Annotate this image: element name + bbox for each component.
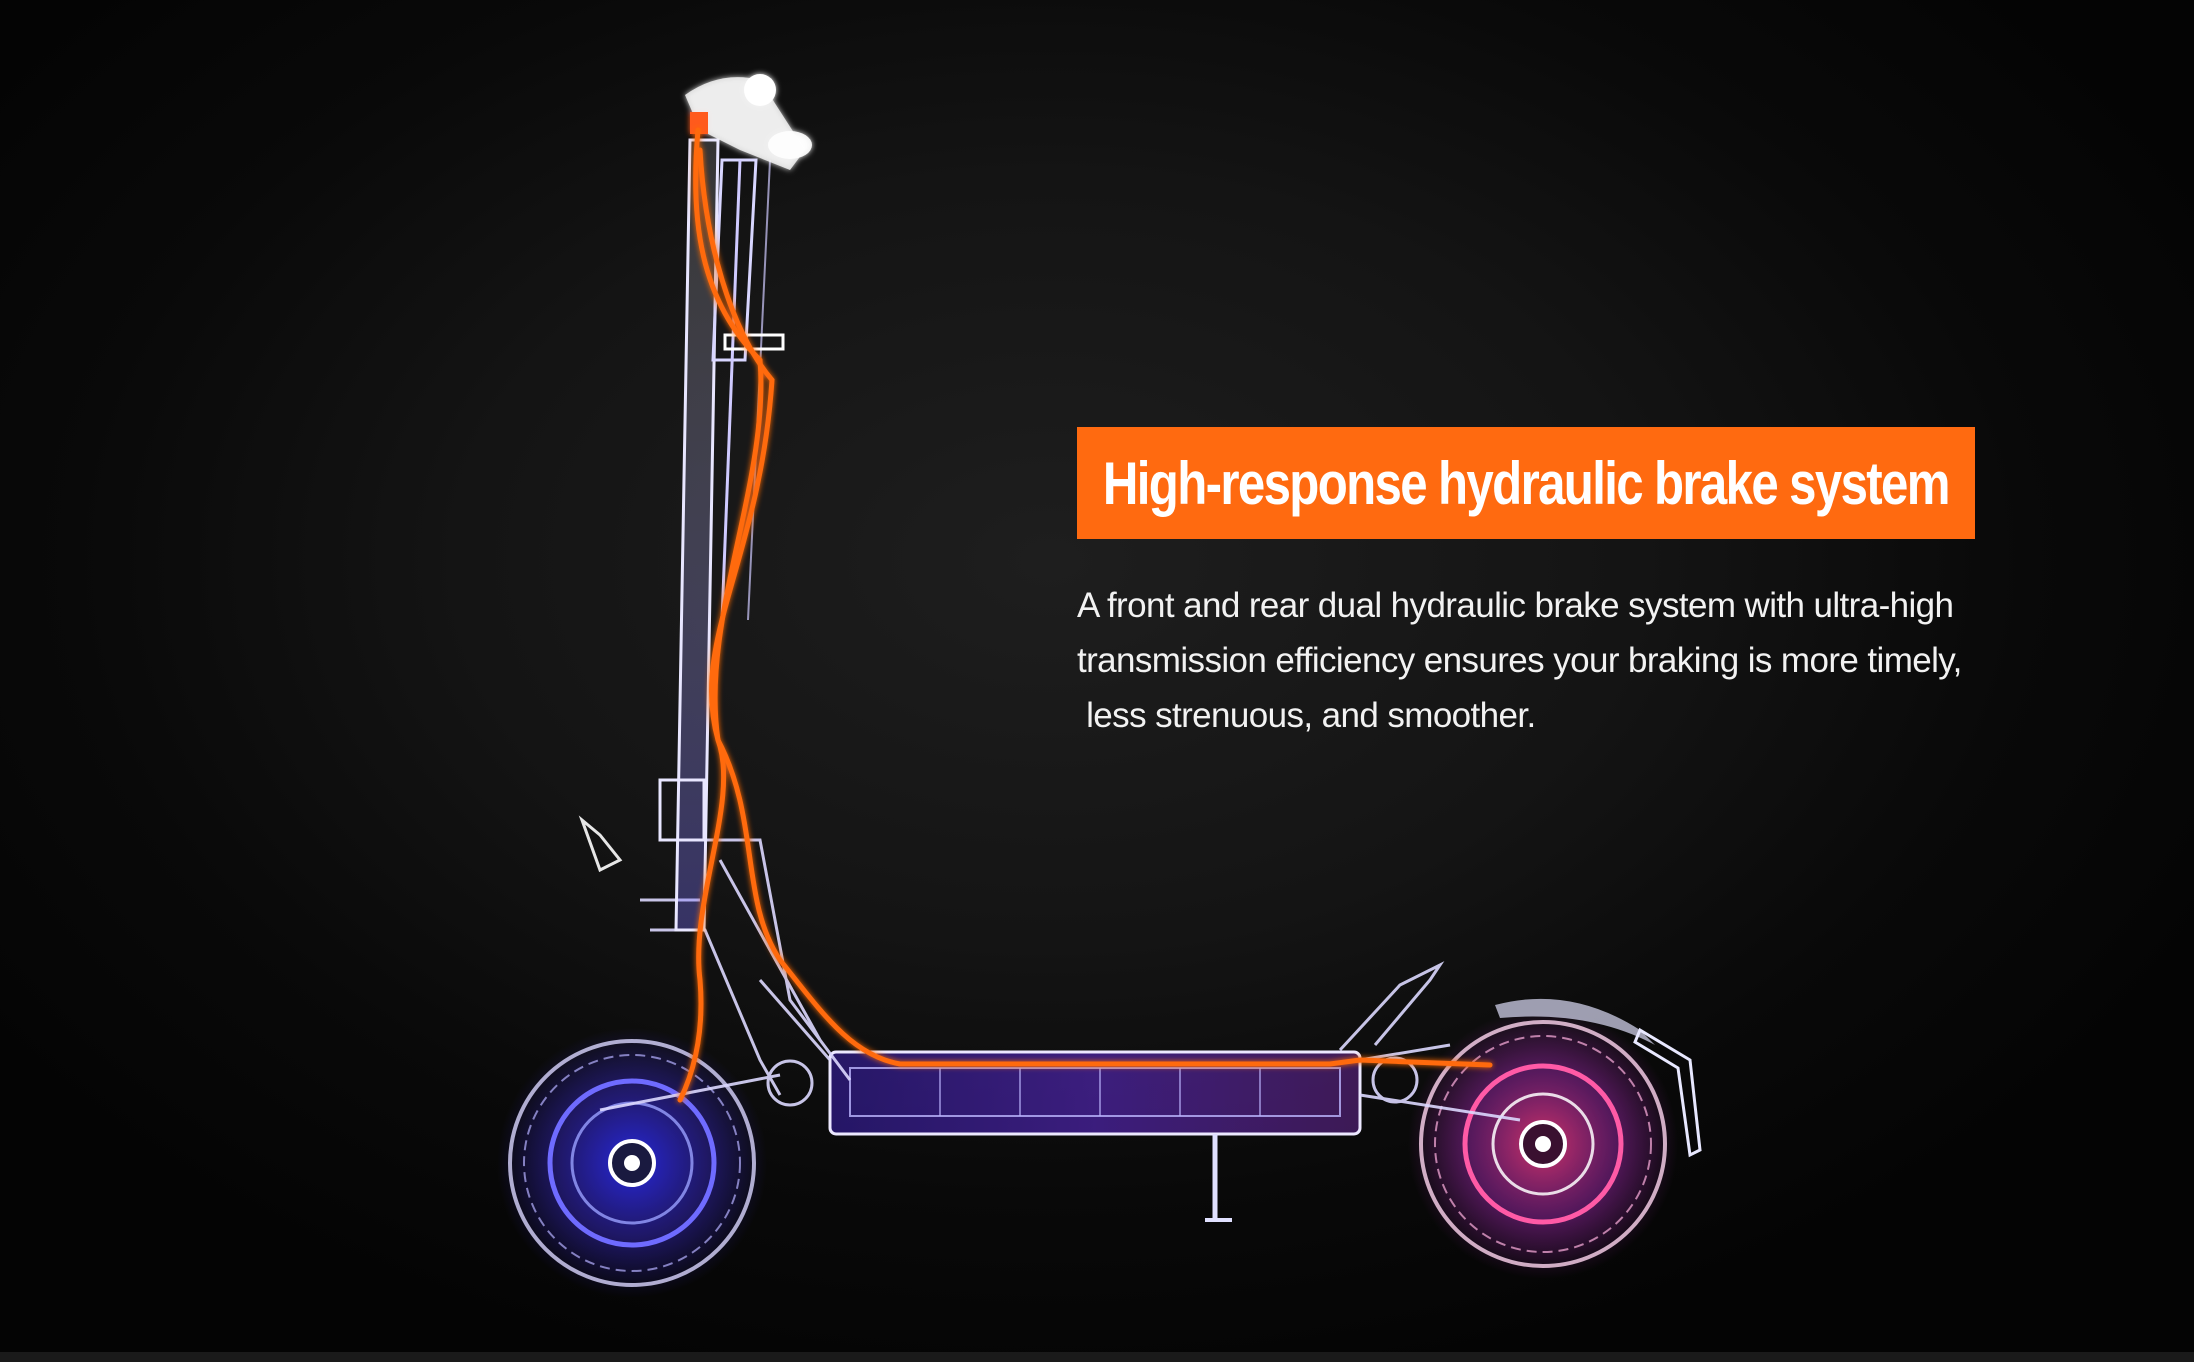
feature-description: A front and rear dual hydraulic brake sy… xyxy=(1077,578,2137,743)
description-line: A front and rear dual hydraulic brake sy… xyxy=(1077,586,1954,625)
headline-banner: High-response hydraulic brake system xyxy=(1077,427,1975,539)
steering-stem xyxy=(658,138,785,932)
bottom-divider xyxy=(0,1352,2194,1362)
headline-title: High-response hydraulic brake system xyxy=(1102,449,1951,517)
description-line: less strenuous, and smoother. xyxy=(1077,696,1536,735)
description-line: transmission efficiency ensures your bra… xyxy=(1077,641,1962,680)
brake-cable xyxy=(677,127,1493,1103)
scooter-deck xyxy=(828,1050,1362,1222)
rear-wheel xyxy=(1408,998,1702,1279)
front-wheel xyxy=(497,1028,767,1298)
handlebar xyxy=(685,74,812,170)
